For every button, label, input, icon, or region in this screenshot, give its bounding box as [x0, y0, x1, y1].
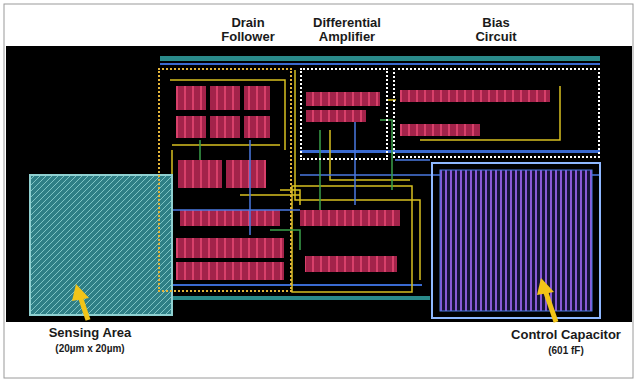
- block-title: Differential Amplifier: [301, 16, 393, 44]
- value-label: (601 fF): [548, 344, 584, 357]
- dimension-label: (20µm x 20µm): [55, 342, 124, 355]
- callout-label: Sensing Area: [49, 325, 132, 341]
- block-title: Bias Circuit: [465, 16, 527, 44]
- callout-label: Control Capacitor: [511, 327, 621, 343]
- leader-arrow: [72, 278, 556, 322]
- circuit-block: Differential Amplifier: [300, 68, 388, 160]
- circuit-block: Bias Circuit: [393, 68, 600, 158]
- block-title: Drain Follower: [212, 16, 284, 44]
- circuit-block: Drain Follower: [158, 68, 292, 292]
